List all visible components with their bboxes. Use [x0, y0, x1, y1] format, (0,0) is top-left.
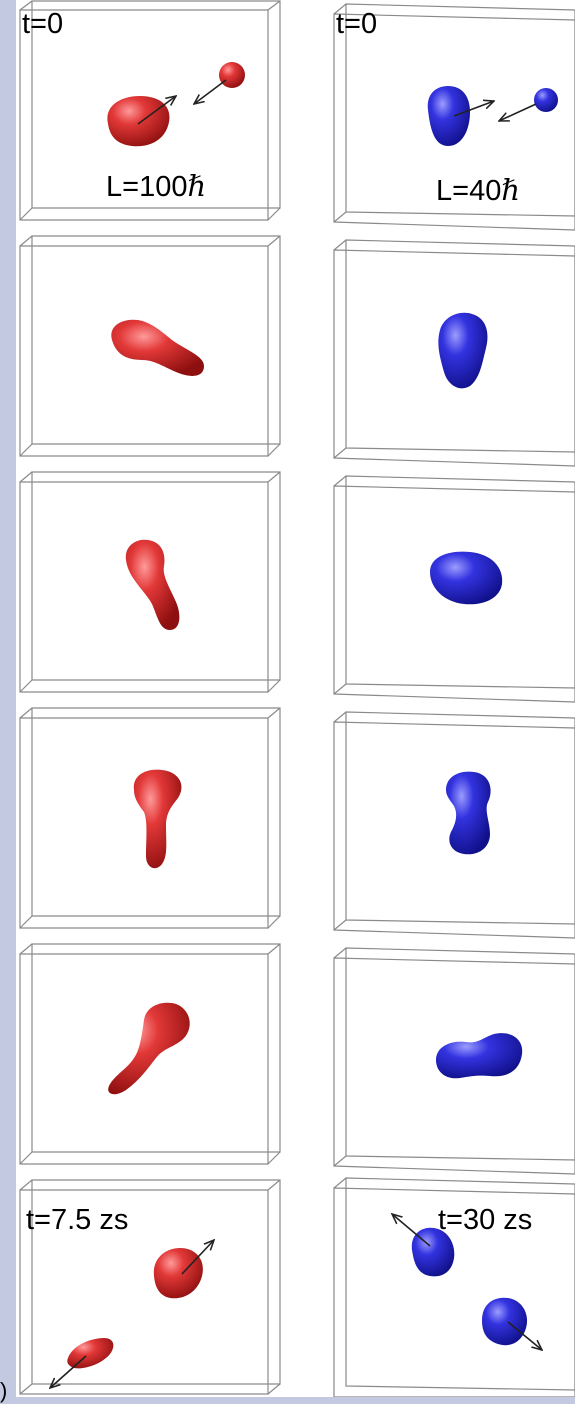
blue-fragment-lower [482, 1298, 527, 1346]
blue-composite-frame-3 [430, 552, 502, 605]
blue-large-nucleus [428, 86, 470, 146]
left-time-start-label: t=0 [22, 10, 63, 39]
right-time-end-label: t=30 zs [438, 1206, 532, 1235]
red-composite-frame-5 [108, 1003, 190, 1094]
red-fragment-small [67, 1338, 113, 1368]
red-large-nucleus [107, 96, 169, 146]
right-hbar-symbol: ℏ [501, 173, 520, 207]
right-column-frames [334, 4, 575, 1397]
red-fragment-large [154, 1248, 203, 1298]
frames-svg [16, 0, 575, 1397]
red-small-nucleus [219, 62, 245, 88]
left-angular-momentum-label: L=100ℏ [106, 172, 206, 202]
blue-composite-frame-5 [436, 1033, 522, 1078]
left-hbar-symbol: ℏ [187, 169, 206, 203]
left-time-end-label: t=7.5 zs [26, 1206, 128, 1235]
left-frame-6-fragments [50, 1240, 214, 1388]
red-composite-frame-3 [126, 540, 180, 630]
right-frame-1-nuclei [428, 86, 558, 146]
left-frame-1-nuclei [107, 62, 245, 146]
corner-mark: ) [0, 1378, 7, 1404]
left-L-value: L=100 [106, 171, 187, 203]
right-L-value: L=40 [436, 175, 501, 207]
left-column-frames [20, 1, 280, 1394]
right-time-start-label: t=0 [336, 10, 377, 39]
blue-composite-frame-4 [446, 772, 491, 855]
blue-composite-frame-2 [438, 313, 487, 389]
blue-small-nucleus [534, 88, 558, 112]
red-composite-frame-2 [111, 320, 204, 376]
collision-figure: t=0 L=100ℏ t=7.5 zs t=0 L=40ℏ t=30 zs [16, 0, 575, 1397]
red-composite-frame-4 [134, 770, 182, 869]
arrow-right-nucleus-2 [499, 104, 536, 121]
right-angular-momentum-label: L=40ℏ [436, 176, 520, 206]
arrow-left-nucleus-2 [194, 80, 226, 104]
